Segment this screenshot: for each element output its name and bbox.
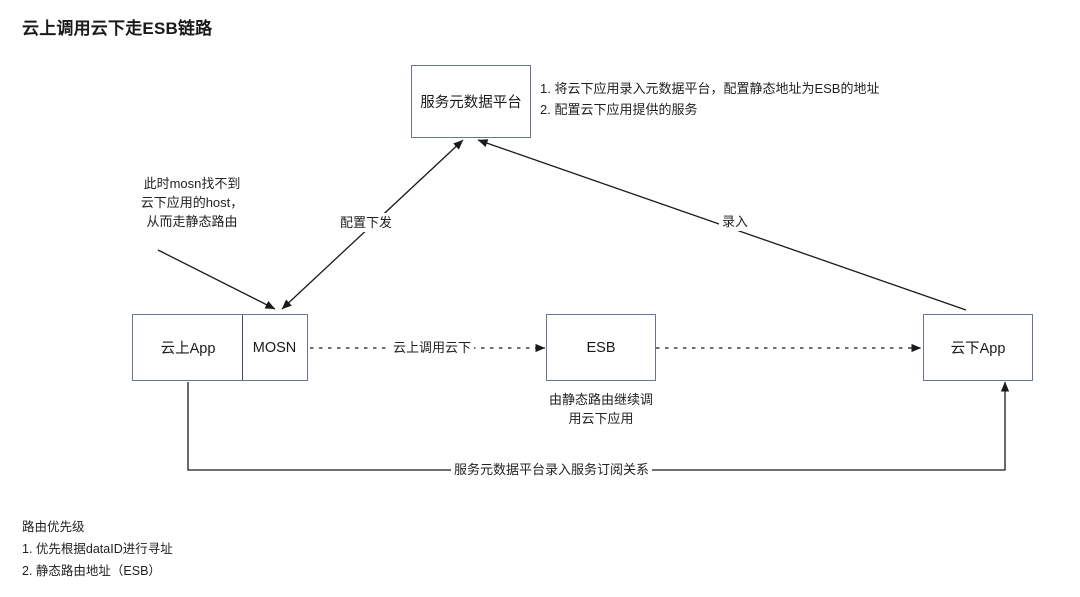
node-cloud-app[interactable]: 云上App <box>134 315 242 380</box>
node-cloud-app-label: 云上App <box>160 341 216 357</box>
platform-notes: 1. 将云下应用录入元数据平台，配置静态地址为ESB的地址 2. 配置云下应用提… <box>540 78 879 120</box>
footer-item-1: 1. 优先根据dataID进行寻址 <box>22 542 173 556</box>
edge-mosn-note <box>157 249 276 310</box>
edge-label-register: 录入 <box>719 212 752 231</box>
annotation-esb-note: 由静态路由继续调 用云下应用 <box>523 390 679 428</box>
footer-item-2: 2. 静态路由地址（ESB） <box>22 564 161 578</box>
node-metadata-platform[interactable]: 服务元数据平台 <box>411 65 531 138</box>
annotation-mosn-note-line3: 从而走静态路由 <box>146 214 238 229</box>
node-cloud-app-group[interactable]: 云上App MOSN <box>132 314 308 381</box>
node-onprem-app-label: 云下App <box>950 341 1006 357</box>
node-metadata-platform-label: 服务元数据平台 <box>420 95 522 111</box>
annotation-mosn-note: 此时mosn找不到 云下应用的host， 从而走静态路由 <box>107 174 277 231</box>
node-mosn[interactable]: MOSN <box>242 315 306 380</box>
page-title: 云上调用云下走ESB链路 <box>22 19 213 38</box>
edge-label-subscription: 服务元数据平台录入服务订阅关系 <box>451 460 653 479</box>
footer-heading: 路由优先级 <box>22 520 85 534</box>
footer-notes: 路由优先级 1. 优先根据dataID进行寻址 2. 静态路由地址（ESB） <box>22 516 173 582</box>
node-mosn-label: MOSN <box>252 339 297 356</box>
edge-label-cloud-calls-onprem: 云上调用云下 <box>390 338 475 357</box>
annotation-mosn-note-line1: 此时mosn找不到 <box>143 176 241 191</box>
annotation-esb-note-line1: 由静态路由继续调 <box>548 392 653 407</box>
node-esb-label: ESB <box>586 339 616 356</box>
platform-note-2: 2. 配置云下应用提供的服务 <box>540 102 698 117</box>
platform-note-1: 1. 将云下应用录入元数据平台，配置静态地址为ESB的地址 <box>540 81 880 96</box>
node-esb[interactable]: ESB <box>546 314 656 381</box>
annotation-esb-note-line2: 用云下应用 <box>568 411 634 426</box>
annotation-mosn-note-line2: 云下应用的host， <box>140 195 244 210</box>
node-onprem-app[interactable]: 云下App <box>923 314 1033 381</box>
edge-label-config-push: 配置下发 <box>337 213 396 232</box>
